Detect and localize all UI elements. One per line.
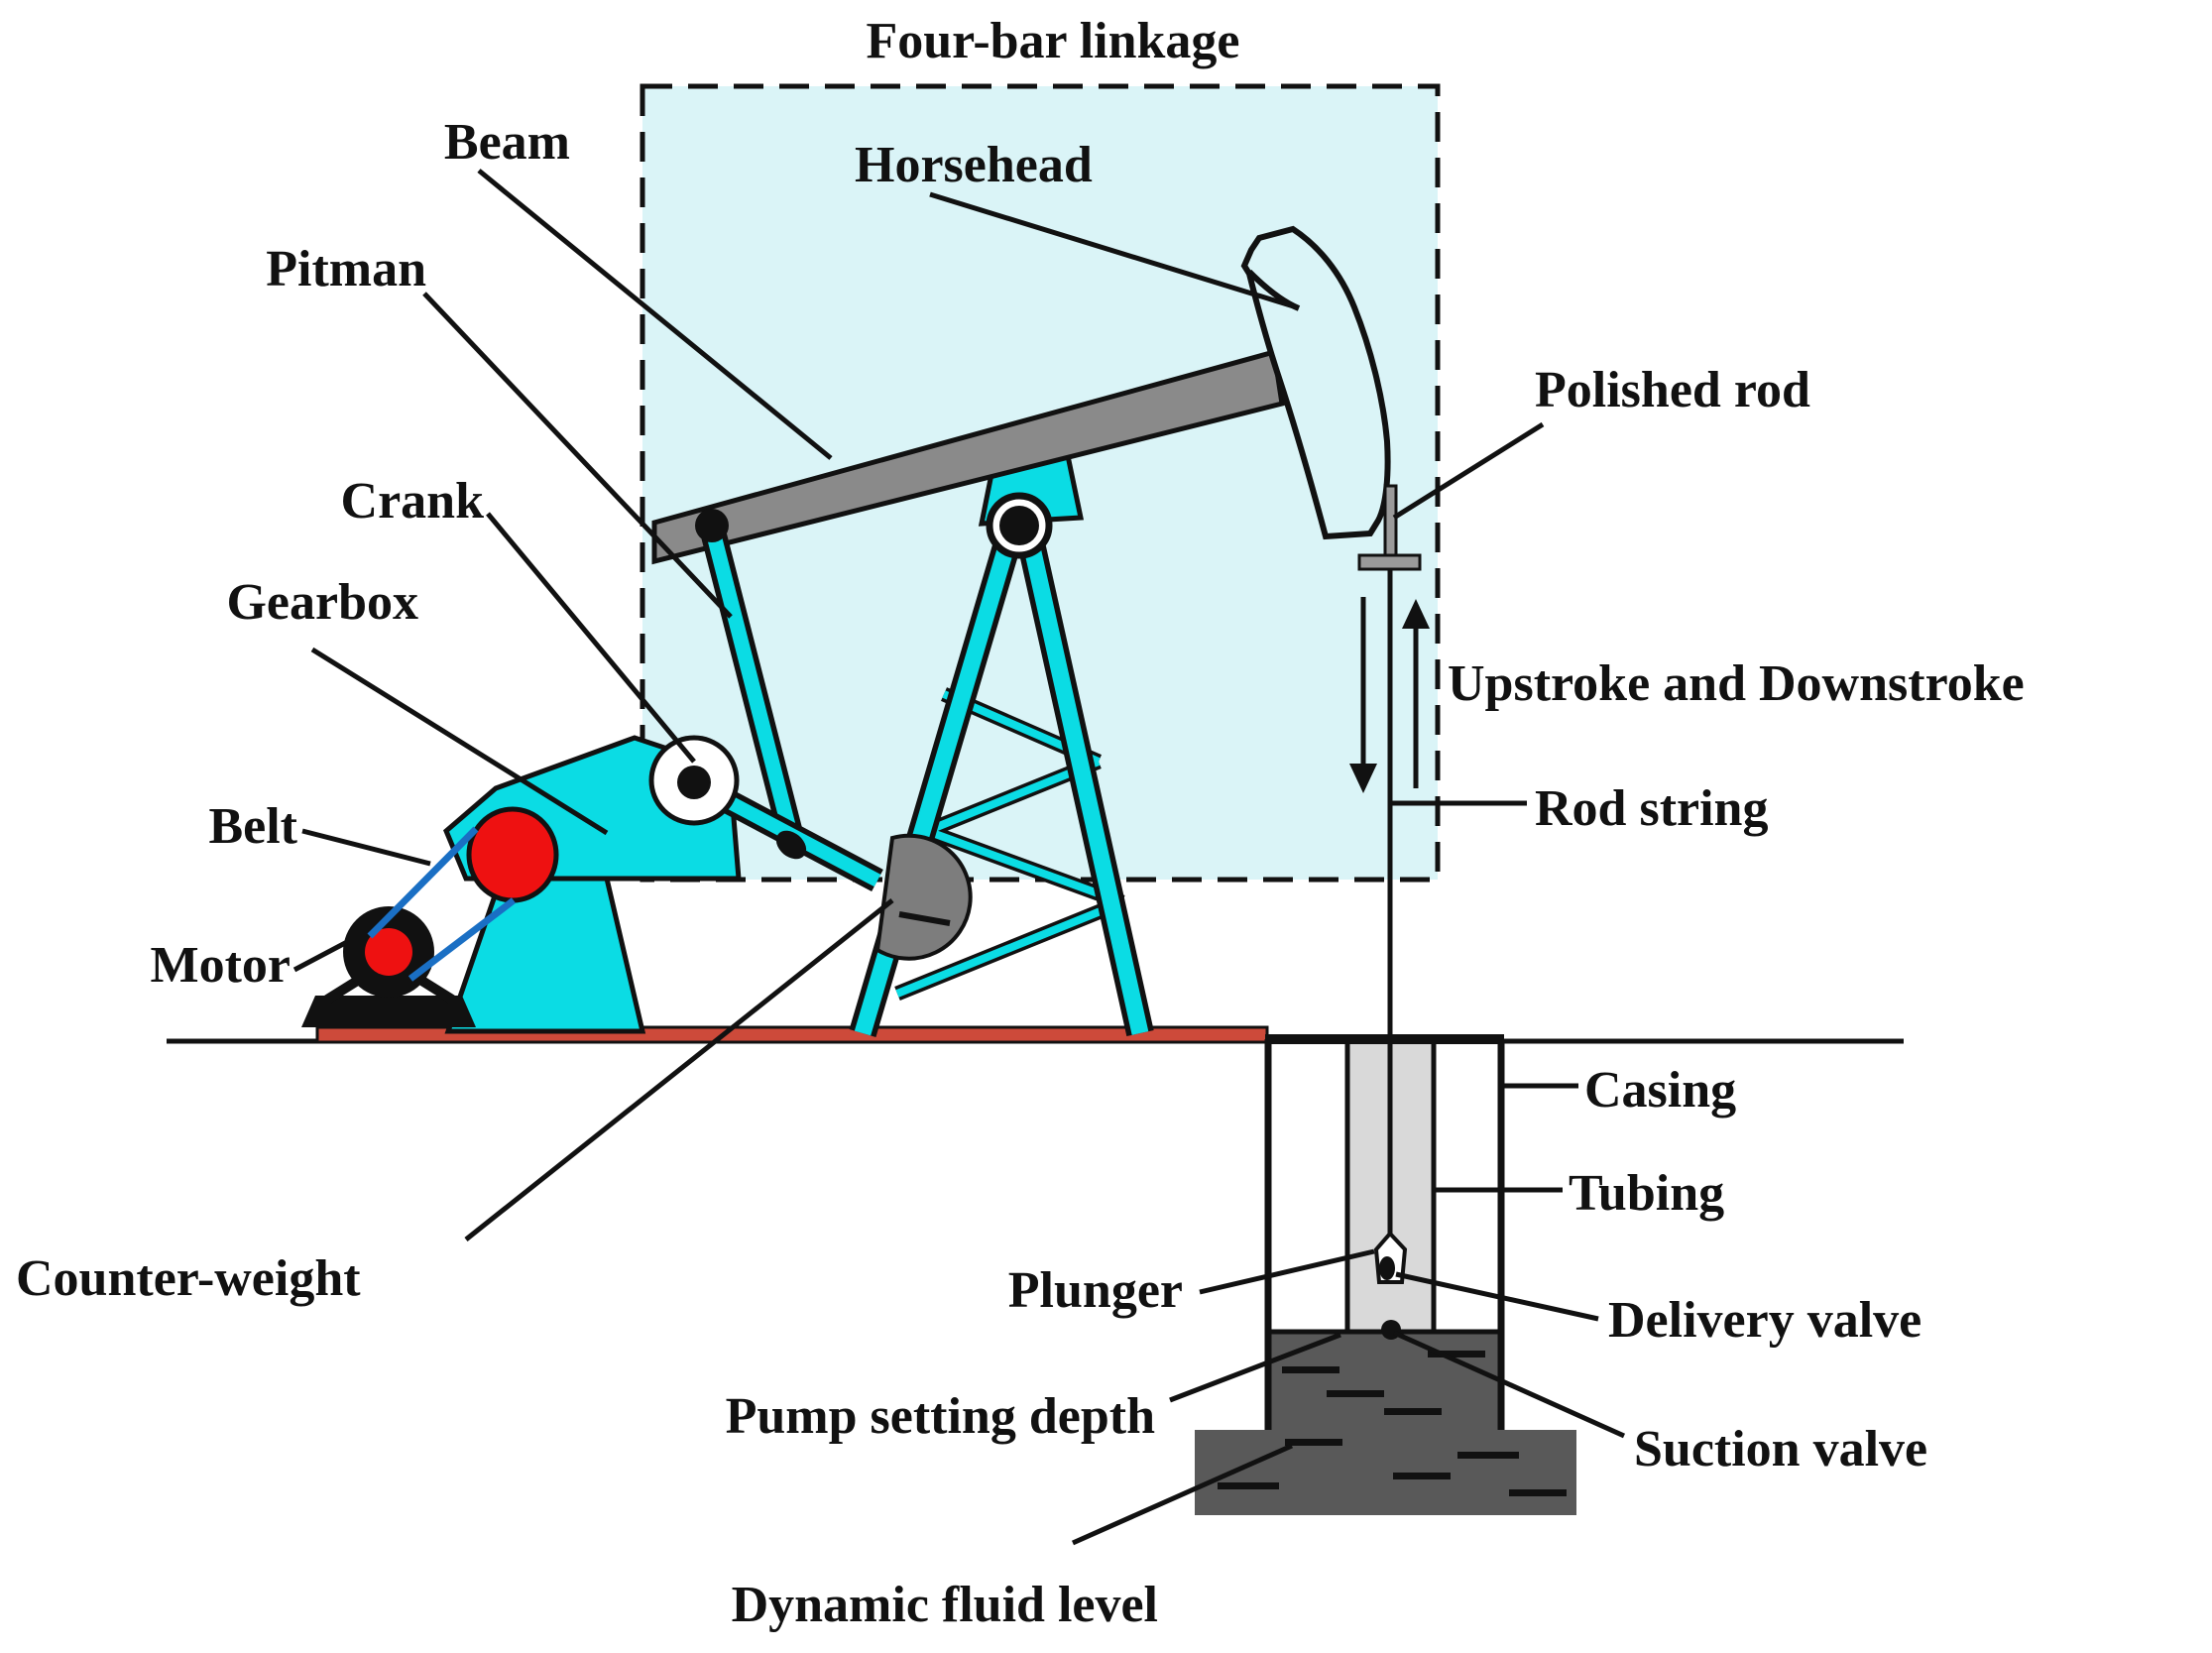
counterweight-slot [898, 911, 951, 926]
well-assembly [1195, 570, 1576, 1515]
leader-lines [292, 169, 1626, 1546]
beam-leader [477, 169, 833, 460]
polished-rod-bar [1383, 484, 1398, 565]
fluid-reservoir [1195, 1430, 1576, 1515]
motor-label: Motor [151, 937, 291, 994]
center-bearing-pin [999, 506, 1039, 545]
tubing-label: Tubing [1569, 1165, 1724, 1222]
gearbox-pedestal [444, 876, 646, 1034]
rod-string-label: Rod string [1535, 780, 1768, 837]
gearbox-label: Gearbox [226, 574, 418, 631]
motor-hub [365, 928, 412, 976]
belt-leader [301, 828, 431, 867]
pump-depth-leader [1169, 1332, 1341, 1403]
polished-rod-leader [1392, 421, 1545, 521]
crankshaft-hub [677, 766, 711, 799]
upstroke-arrow [1402, 599, 1430, 788]
dynamic-fluid-level-label: Dynamic fluid level [732, 1577, 1158, 1633]
crank-pin [775, 830, 807, 860]
suction-valve-leader [1392, 1330, 1626, 1439]
walking-beam [651, 348, 1285, 565]
crank-label: Crank [341, 473, 485, 530]
downstroke-arrow [1349, 597, 1377, 793]
motor-leg-left [324, 975, 362, 1004]
beam-label: Beam [444, 114, 570, 171]
delivery-valve-label: Delivery valve [1608, 1292, 1921, 1349]
fluid-texture [1218, 1351, 1567, 1496]
plunger-label: Plunger [1008, 1262, 1183, 1319]
plunger-leader [1199, 1248, 1375, 1295]
belt-top [367, 826, 479, 939]
pitman-leader [422, 292, 733, 619]
pitman-rod [704, 526, 801, 847]
belt-bottom [407, 897, 517, 982]
upstroke-downstroke-label: Upstroke and Downstroke [1448, 655, 2025, 712]
counterweight [874, 833, 973, 961]
motor-leader [292, 939, 349, 973]
gearbox-leader [310, 647, 609, 836]
polished-rod-label: Polished rod [1535, 362, 1810, 418]
beam-pitman-pivot [695, 509, 729, 542]
motor-leg-right [417, 975, 455, 1004]
aframe-leg-right [1022, 541, 1149, 1035]
crank-leader [486, 512, 696, 764]
pump-setting-depth-label: Pump setting depth [726, 1388, 1155, 1445]
gearbox-sheave [466, 806, 559, 903]
counterweight-leader [464, 898, 894, 1241]
counterweight-label: Counter-weight [16, 1250, 361, 1307]
horsehead-leader [929, 191, 1298, 310]
delivery-valve-ball [1379, 1256, 1395, 1280]
horsehead-label: Horsehead [855, 137, 1093, 193]
motor-base [301, 996, 476, 1027]
casing-label: Casing [1584, 1062, 1736, 1119]
pitman-label: Pitman [266, 241, 426, 297]
suction-valve-label: Suction valve [1634, 1421, 1927, 1477]
polished-rod-clamp [1357, 553, 1422, 571]
fluid-level-leader [1071, 1443, 1294, 1546]
diagram-title: Four-bar linkage [866, 13, 1239, 69]
belt-label: Belt [208, 798, 297, 855]
delivery-valve-leader [1395, 1271, 1599, 1322]
